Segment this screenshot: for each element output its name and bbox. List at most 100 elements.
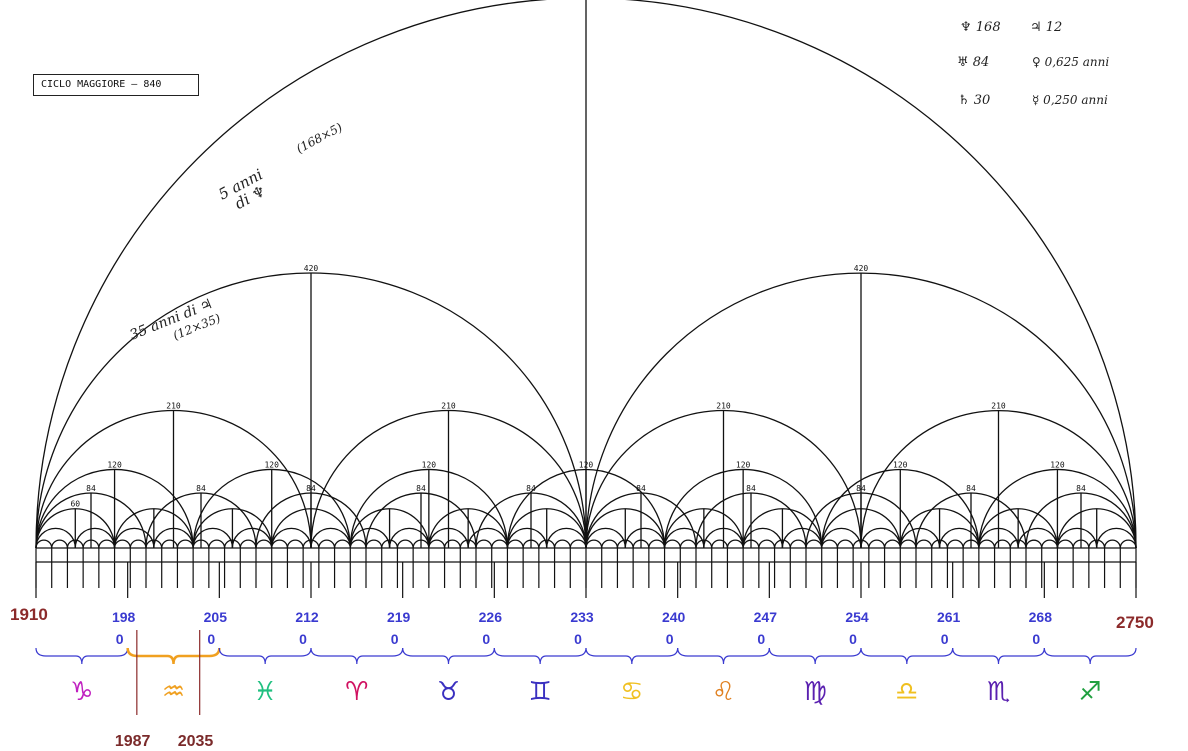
arc-12 bbox=[506, 539, 524, 549]
arc-120 bbox=[978, 468, 1137, 549]
arc-30 bbox=[781, 527, 823, 549]
sign-brace bbox=[402, 647, 495, 665]
zodiac-sign-icon: ♓ bbox=[254, 677, 277, 707]
arc-30 bbox=[860, 527, 901, 549]
arc-12 bbox=[679, 539, 697, 549]
arc-84-label: 84 bbox=[196, 484, 206, 493]
arc-12 bbox=[648, 539, 666, 549]
arc-84-label: 84 bbox=[636, 484, 646, 493]
arc-12 bbox=[98, 539, 116, 549]
arc-12 bbox=[318, 539, 336, 549]
arc-84-label: 84 bbox=[1076, 484, 1086, 493]
arc-labels: 8404204202102102102101201201201201201201… bbox=[70, 264, 1086, 509]
arc-12 bbox=[208, 539, 226, 549]
arc-120 bbox=[35, 468, 194, 549]
year-mark-bottom: 0 bbox=[757, 631, 765, 647]
arc-12 bbox=[553, 539, 571, 549]
arc-30 bbox=[349, 527, 391, 549]
arc-60 bbox=[821, 508, 901, 549]
arc-840-note: 5 anni di ♆ (168×5) bbox=[215, 120, 344, 213]
arc-60 bbox=[271, 508, 351, 549]
arc-30 bbox=[899, 527, 941, 549]
arc-12 bbox=[192, 539, 210, 549]
arc-12 bbox=[742, 539, 760, 549]
arc-12 bbox=[931, 539, 949, 549]
arc-210-label: 210 bbox=[166, 402, 181, 411]
arc-12 bbox=[601, 539, 619, 549]
arc-30 bbox=[506, 527, 548, 549]
sign-brace bbox=[860, 647, 954, 665]
arc-12 bbox=[773, 539, 791, 549]
arc-12 bbox=[333, 539, 351, 549]
year-mark-top: 261 bbox=[937, 609, 961, 625]
sign-brace bbox=[218, 647, 312, 665]
zodiac-sign-icon: ♉ bbox=[437, 677, 460, 707]
timeline-ruler bbox=[35, 547, 1137, 598]
year-mark-bottom: 0 bbox=[391, 631, 399, 647]
planet-legend: ♆ 168 ♃ 12 ♅ 84 ♀ 0,625 anni ♄ 30 ☿ 0,25… bbox=[957, 20, 1109, 108]
arc-120-label: 120 bbox=[107, 460, 122, 469]
year-2035: 2035 bbox=[178, 733, 214, 750]
arc-30 bbox=[35, 527, 76, 549]
arc-12 bbox=[302, 539, 320, 549]
legend-mercury: ☿ 0,250 anni bbox=[1032, 93, 1108, 107]
arc-12 bbox=[946, 539, 964, 549]
arc-60 bbox=[663, 508, 744, 549]
zodiac-sign-icon: ♋ bbox=[620, 677, 643, 707]
arc-12 bbox=[412, 539, 430, 549]
arc-12 bbox=[836, 539, 854, 549]
arc-12 bbox=[585, 539, 603, 549]
arc-12 bbox=[51, 539, 69, 549]
arc-12 bbox=[1088, 539, 1106, 549]
arc-12 bbox=[459, 539, 477, 549]
arc-30 bbox=[742, 527, 784, 549]
arc-12 bbox=[443, 539, 461, 549]
year-end: 2750 bbox=[1116, 613, 1154, 632]
legend-saturn: ♄ 30 bbox=[958, 93, 990, 108]
arc-12 bbox=[522, 539, 540, 549]
arc-12 bbox=[239, 539, 257, 549]
arc-12 bbox=[396, 539, 414, 549]
year-mark-top: 247 bbox=[754, 609, 778, 625]
arc-12 bbox=[271, 539, 289, 549]
arc-120 bbox=[349, 468, 509, 549]
sign-brace bbox=[768, 647, 862, 665]
year-mark-bottom: 0 bbox=[207, 631, 215, 647]
legend-venus: ♀ 0,625 anni bbox=[1032, 55, 1109, 69]
arc-12 bbox=[35, 539, 53, 549]
arc-84-label: 84 bbox=[856, 484, 866, 493]
arc-30 bbox=[192, 527, 234, 549]
arc-12 bbox=[726, 539, 744, 549]
arc-120-label: 120 bbox=[264, 460, 279, 469]
year-mark-top: 212 bbox=[295, 609, 319, 625]
year-mark-bottom: 0 bbox=[666, 631, 674, 647]
arc-12 bbox=[491, 539, 509, 549]
arc-84-label: 84 bbox=[306, 484, 316, 493]
zodiac-sign-icon: ♏ bbox=[987, 677, 1010, 707]
arc-12 bbox=[1103, 539, 1121, 549]
arc-12 bbox=[758, 539, 776, 549]
arc-120 bbox=[663, 468, 823, 549]
arc-30 bbox=[624, 527, 666, 549]
sign-brace bbox=[493, 647, 587, 665]
arc-12 bbox=[475, 539, 493, 549]
sign-brace bbox=[310, 647, 404, 665]
year-mark-bottom: 0 bbox=[1032, 631, 1040, 647]
zodiac-sign-icon: ♒ bbox=[162, 677, 185, 707]
arc-12 bbox=[129, 539, 147, 549]
arc-120-label: 120 bbox=[736, 460, 751, 469]
sign-brace bbox=[585, 647, 679, 665]
year-mark-top: 268 bbox=[1029, 609, 1053, 625]
arc-84-label: 84 bbox=[86, 484, 96, 493]
cycle-arcs bbox=[35, 0, 1137, 549]
arc-30 bbox=[585, 527, 626, 549]
sign-brace bbox=[952, 647, 1045, 665]
arc-12 bbox=[428, 539, 446, 549]
arc-84-label: 84 bbox=[966, 484, 976, 493]
legend-uranus: ♅ 84 bbox=[957, 55, 989, 70]
arc-60 bbox=[113, 508, 194, 549]
arc-12 bbox=[161, 539, 179, 549]
arc-30 bbox=[310, 527, 351, 549]
arc-210-label: 210 bbox=[716, 402, 731, 411]
sign-brace bbox=[35, 647, 129, 665]
